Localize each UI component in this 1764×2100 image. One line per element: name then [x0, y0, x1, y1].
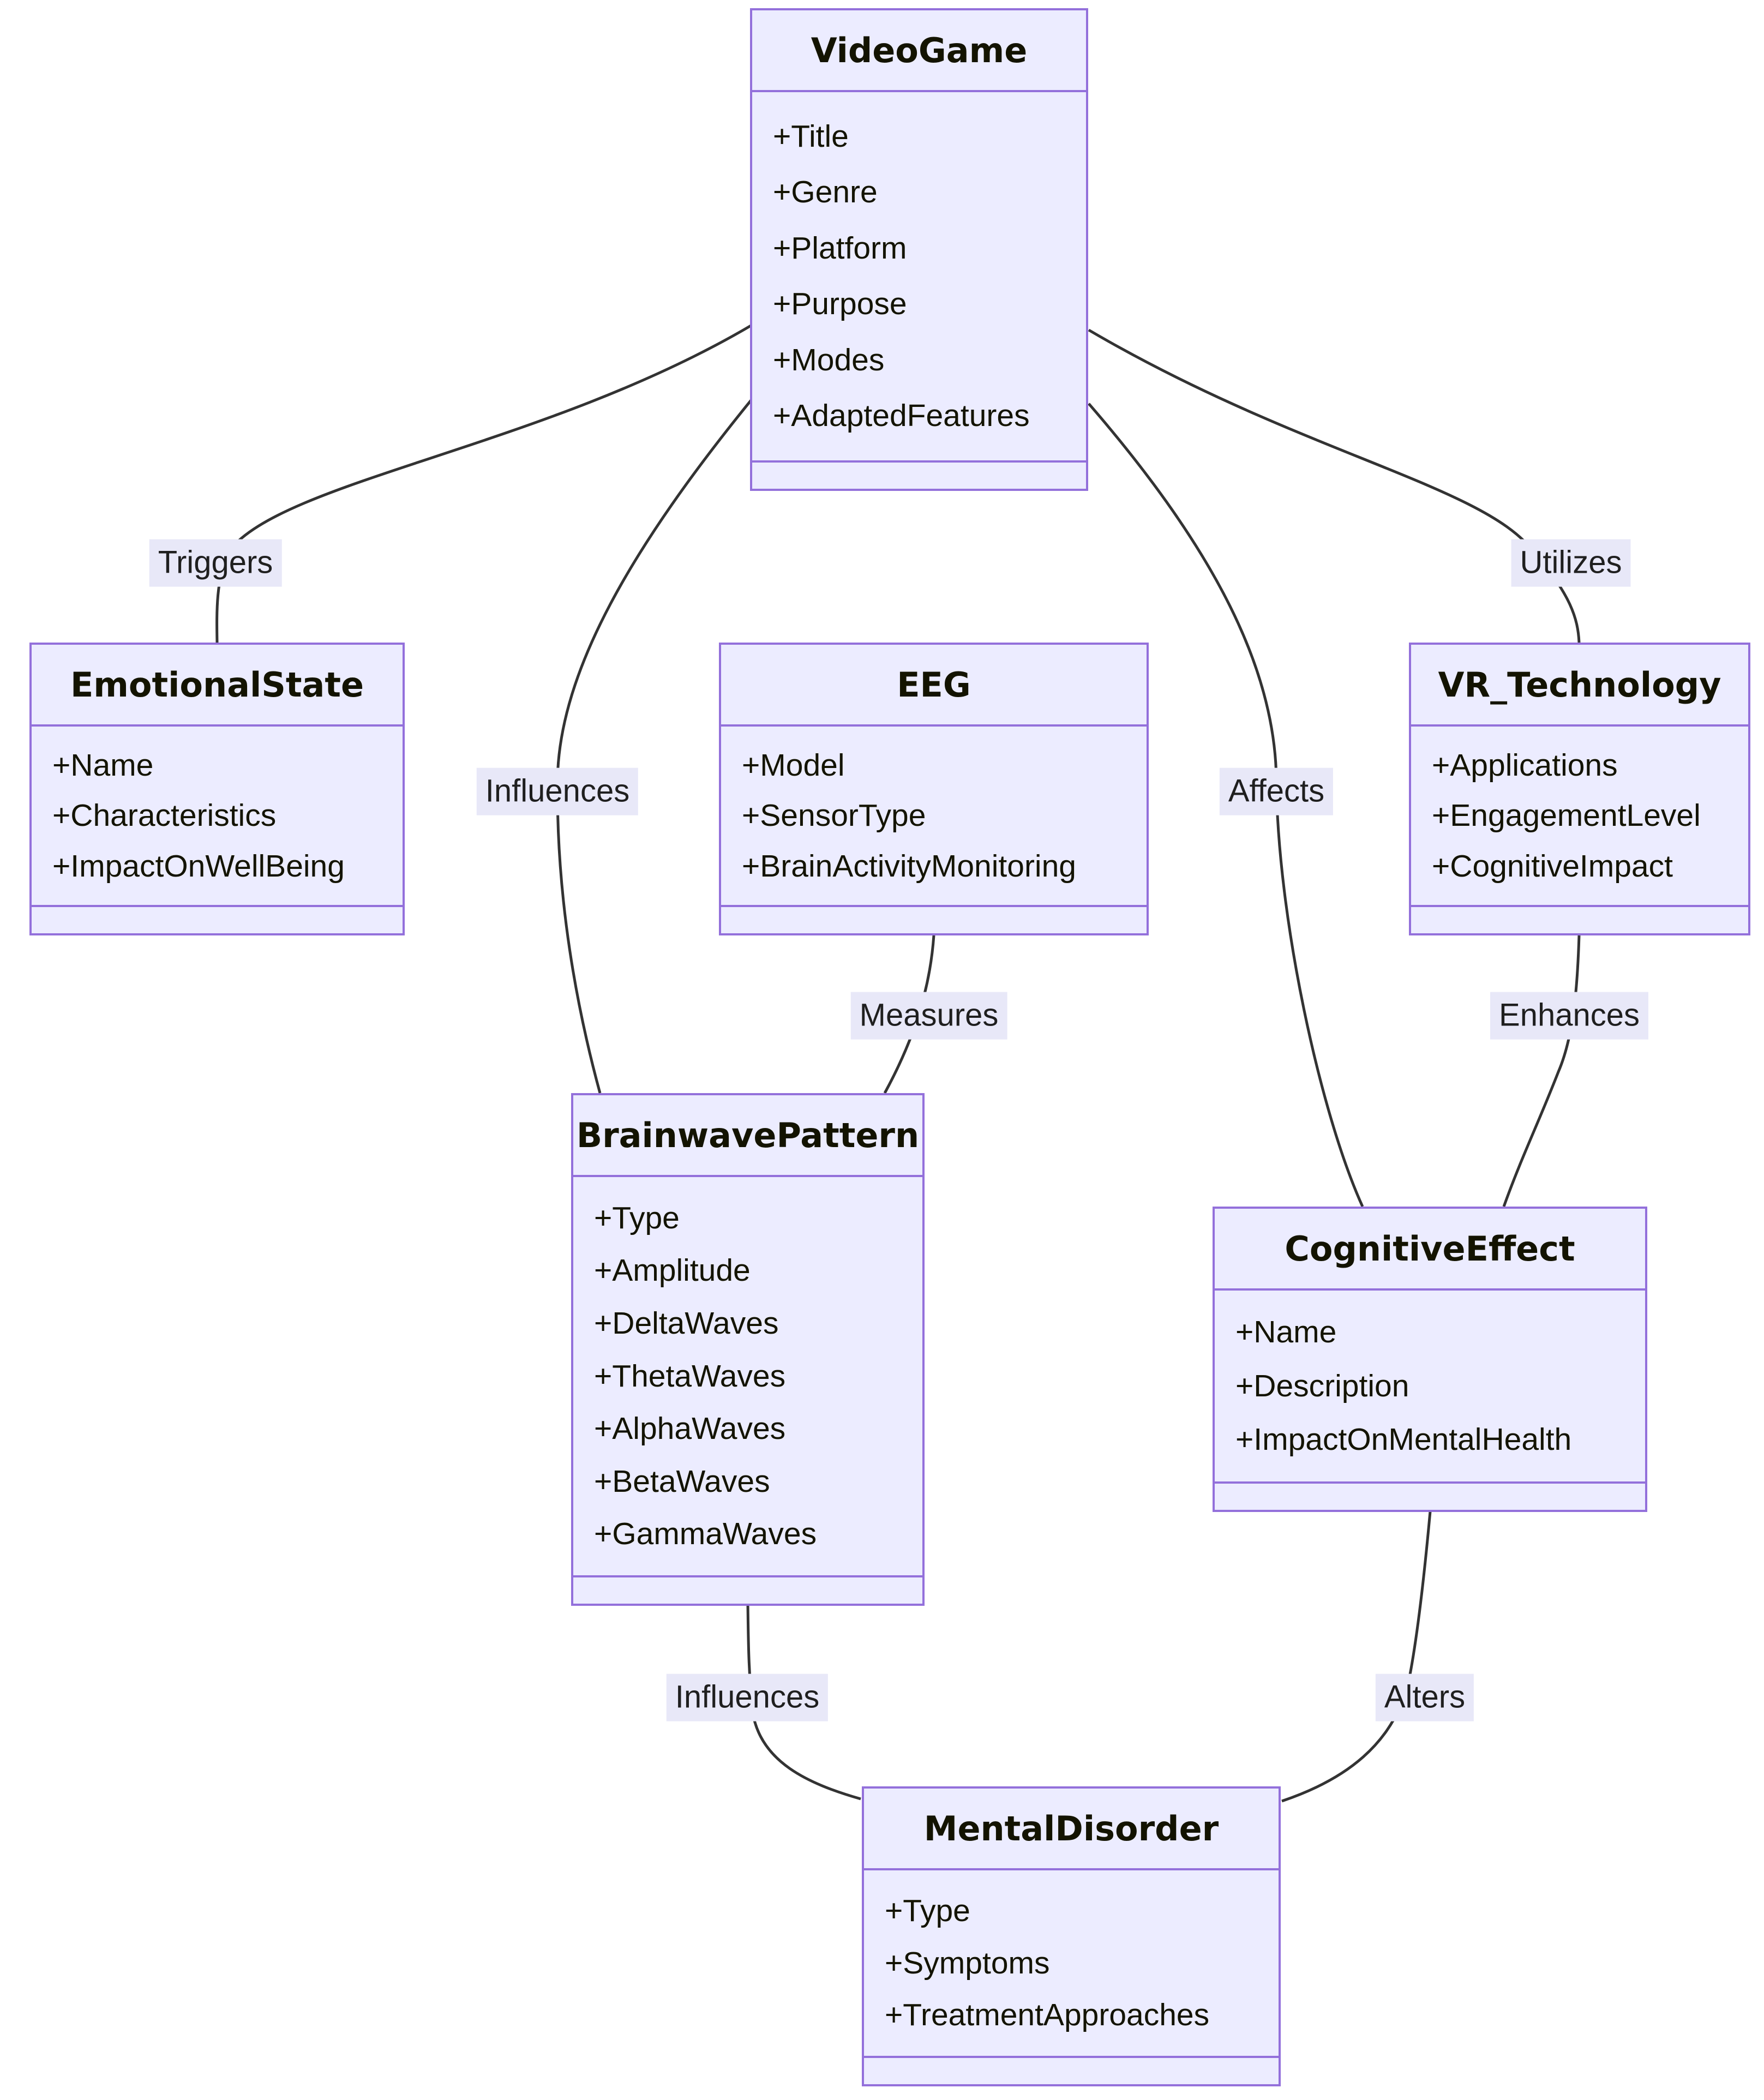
edge-cognitiveeffect-mentaldisorder — [1281, 1511, 1432, 1803]
class-attributes-videogame: +Title +Genre +Platform +Purpose +Modes +Adap… — [752, 92, 1086, 460]
class-box-eeg: EEG +Model +SensorType +BrainActivityMonito… — [719, 643, 1149, 935]
class-methods-compartment-empty — [752, 460, 1086, 489]
edge-label-influences-brainwavepattern-mentaldisorder: Influences — [666, 1673, 829, 1721]
class-title-emotionalstate: EmotionalState — [32, 645, 403, 727]
class-box-emotionalstate: EmotionalState +Name +Characteristics +Impa… — [29, 643, 405, 935]
class-attributes-brainwavepattern: +Type +Amplitude +DeltaWaves +ThetaWaves +Al… — [573, 1177, 922, 1575]
class-attribute: +AlphaWaves — [594, 1411, 786, 1447]
class-attributes-eeg: +Model +SensorType +BrainActivityMonitorin… — [721, 727, 1147, 905]
class-attribute: +Amplitude — [594, 1253, 751, 1288]
edge-label-alters-cognitiveeffect-mentaldisorder: Alters — [1375, 1673, 1474, 1721]
class-attribute: +Description — [1235, 1368, 1409, 1403]
class-attribute: +EngagementLevel — [1432, 798, 1701, 833]
edge-label-influences-videogame-brainwavepattern: Influences — [476, 767, 639, 815]
class-attribute: +Symptoms — [885, 1945, 1050, 1981]
class-attribute: +Model — [742, 747, 845, 783]
class-attribute: +Name — [1235, 1315, 1337, 1350]
class-methods-compartment-empty — [1411, 905, 1748, 933]
class-methods-compartment-empty — [864, 2056, 1279, 2084]
class-attribute: +ImpactOnWellBeing — [52, 848, 345, 884]
class-attribute: +CognitiveImpact — [1432, 848, 1673, 884]
class-attribute: +Type — [594, 1200, 680, 1235]
class-attribute: +TreatmentApproaches — [885, 1997, 1210, 2033]
class-title-cognitiveeffect: CognitiveEffect — [1215, 1209, 1645, 1291]
class-box-brainwavepattern: BrainwavePattern +Type +Amplitude +DeltaWav… — [571, 1093, 925, 1606]
class-methods-compartment-empty — [573, 1575, 922, 1604]
class-box-cognitiveeffect: CognitiveEffect +Name +Description +ImpactO… — [1213, 1207, 1647, 1512]
class-attribute: +Applications — [1432, 747, 1618, 783]
class-attribute: +Name — [52, 747, 154, 783]
class-box-videogame: VideoGame +Title +Genre +Platform +Purpose +M… — [750, 8, 1088, 491]
class-attribute: +AdaptedFeatures — [773, 398, 1030, 434]
class-attribute: +Genre — [773, 175, 878, 210]
edge-videogame-emotionalstate — [215, 323, 754, 643]
class-attribute: +Type — [885, 1893, 970, 1928]
class-box-vr-technology: VR_Technology +Applications +EngagementLev… — [1409, 643, 1750, 935]
class-attributes-vr-technology: +Applications +EngagementLevel +CognitiveI… — [1411, 727, 1748, 905]
edge-label-enhances-vr-technology-cognitiveeffect: Enhances — [1490, 992, 1648, 1040]
class-attribute: +Characteristics — [52, 798, 277, 833]
edge-label-utilizes-videogame-vr-technology: Utilizes — [1511, 539, 1631, 587]
edge-label-measures-eeg-brainwavepattern: Measures — [850, 992, 1007, 1040]
class-methods-compartment-empty — [32, 905, 403, 933]
class-attribute: +ThetaWaves — [594, 1358, 786, 1394]
class-attribute: +BetaWaves — [594, 1463, 770, 1499]
class-attribute: +Purpose — [773, 286, 907, 322]
class-title-brainwavepattern: BrainwavePattern — [573, 1095, 922, 1177]
class-methods-compartment-empty — [721, 905, 1147, 933]
class-box-mentaldisorder: MentalDisorder +Type +Symptoms +TreatmentAp… — [862, 1786, 1281, 2086]
class-attribute: +GammaWaves — [594, 1516, 817, 1552]
class-attribute: +Modes — [773, 342, 885, 377]
edge-label-triggers-videogame-emotionalstate: Triggers — [149, 539, 282, 587]
class-title-vr-technology: VR_Technology — [1411, 645, 1748, 727]
edge-vr-technology-cognitiveeffect — [1502, 935, 1581, 1207]
edge-label-affects-videogame-cognitiveeffect: Affects — [1219, 767, 1334, 815]
class-title-mentaldisorder: MentalDisorder — [864, 1789, 1279, 1870]
class-attribute: +ImpactOnMentalHealth — [1235, 1421, 1572, 1457]
class-title-eeg: EEG — [721, 645, 1147, 727]
class-attributes-mentaldisorder: +Type +Symptoms +TreatmentApproaches — [864, 1870, 1279, 2056]
class-attribute: +DeltaWaves — [594, 1306, 779, 1341]
class-attributes-cognitiveeffect: +Name +Description +ImpactOnMentalHealth — [1215, 1291, 1645, 1481]
class-attribute: +Platform — [773, 230, 907, 266]
class-attributes-emotionalstate: +Name +Characteristics +ImpactOnWellBeing — [32, 727, 403, 905]
class-methods-compartment-empty — [1215, 1481, 1645, 1510]
edge-videogame-vr-technology — [1088, 328, 1581, 643]
class-attribute: +SensorType — [742, 798, 926, 833]
class-title-videogame: VideoGame — [752, 10, 1086, 92]
class-attribute: +BrainActivityMonitoring — [742, 848, 1077, 884]
class-attribute: +Title — [773, 118, 849, 154]
